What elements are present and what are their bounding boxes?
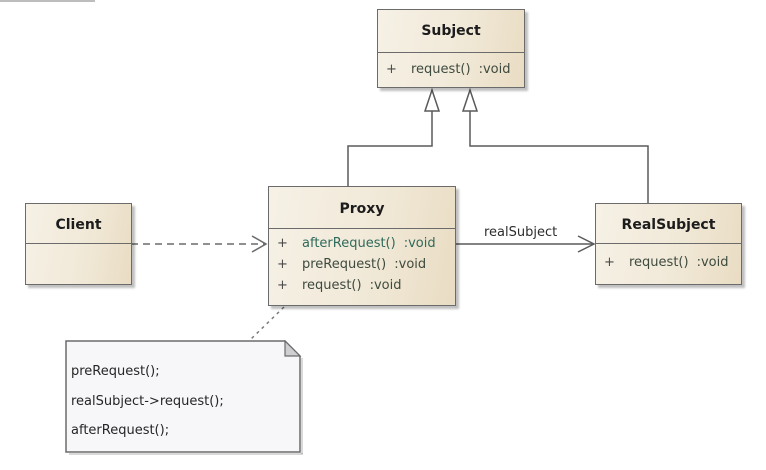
note-fold-icon xyxy=(284,340,302,357)
generalization-arrowhead-proxy xyxy=(423,87,441,112)
class-proxy-operations: + afterRequest() :void + preRequest() :voi… xyxy=(269,229,455,296)
class-proxy-header: Proxy xyxy=(269,187,455,229)
operation-row[interactable]: + request() :void xyxy=(378,59,524,80)
operation-return-type: :void xyxy=(403,236,436,251)
association-arrowhead xyxy=(577,235,596,253)
visibility-public: + xyxy=(277,278,288,293)
association-label: realSubject xyxy=(484,225,558,240)
operation-name: preRequest() xyxy=(302,257,387,272)
visibility-public: + xyxy=(277,236,288,251)
class-proxy-name: Proxy xyxy=(339,201,385,217)
operation-return-type: :void xyxy=(478,62,511,77)
operation-row[interactable]: + request() :void xyxy=(269,275,455,296)
class-realsubject-operations: + request() :void xyxy=(596,244,741,273)
class-realsubject-header: RealSubject xyxy=(596,204,741,244)
generalization-proxy-subject xyxy=(347,111,433,186)
generalization-realsubject-subject xyxy=(469,111,649,203)
dependency-arrowhead xyxy=(251,235,268,253)
note-link xyxy=(249,306,285,341)
class-subject-header: Subject xyxy=(378,10,524,53)
class-proxy[interactable]: Proxy + afterRequest() :void + preRequest… xyxy=(268,186,456,306)
class-subject-operations: + request() :void xyxy=(378,53,524,80)
class-subject-name: Subject xyxy=(421,23,481,39)
class-realsubject-name: RealSubject xyxy=(621,217,716,233)
note-line: afterRequest(); xyxy=(71,423,170,438)
operation-return-type: :void xyxy=(394,257,427,272)
top-edge-line xyxy=(0,0,95,2)
generalization-arrowhead-realsubject xyxy=(461,87,479,112)
class-client[interactable]: Client xyxy=(25,203,132,285)
operation-name: request() xyxy=(629,255,689,270)
class-subject[interactable]: Subject + request() :void xyxy=(377,9,525,88)
class-realsubject[interactable]: RealSubject + request() :void xyxy=(595,203,742,285)
visibility-public: + xyxy=(277,257,288,272)
operation-name: afterRequest() xyxy=(302,236,396,251)
class-client-header: Client xyxy=(26,204,131,244)
operation-return-type: :void xyxy=(369,278,402,293)
note-line: preRequest(); xyxy=(71,364,160,379)
visibility-public: + xyxy=(604,255,615,270)
visibility-public: + xyxy=(386,62,397,77)
note-line: realSubject->request(); xyxy=(71,394,224,409)
note-shape xyxy=(65,340,303,455)
class-client-name: Client xyxy=(55,217,102,233)
operation-name: request() xyxy=(411,62,471,77)
class-client-operations xyxy=(26,244,131,248)
note[interactable]: preRequest(); realSubject->request(); af… xyxy=(65,340,303,455)
operation-row[interactable]: + request() :void xyxy=(596,252,741,273)
operation-row[interactable]: + afterRequest() :void xyxy=(269,233,455,254)
operation-return-type: :void xyxy=(696,255,729,270)
operation-row[interactable]: + preRequest() :void xyxy=(269,254,455,275)
operation-name: request() xyxy=(302,278,362,293)
